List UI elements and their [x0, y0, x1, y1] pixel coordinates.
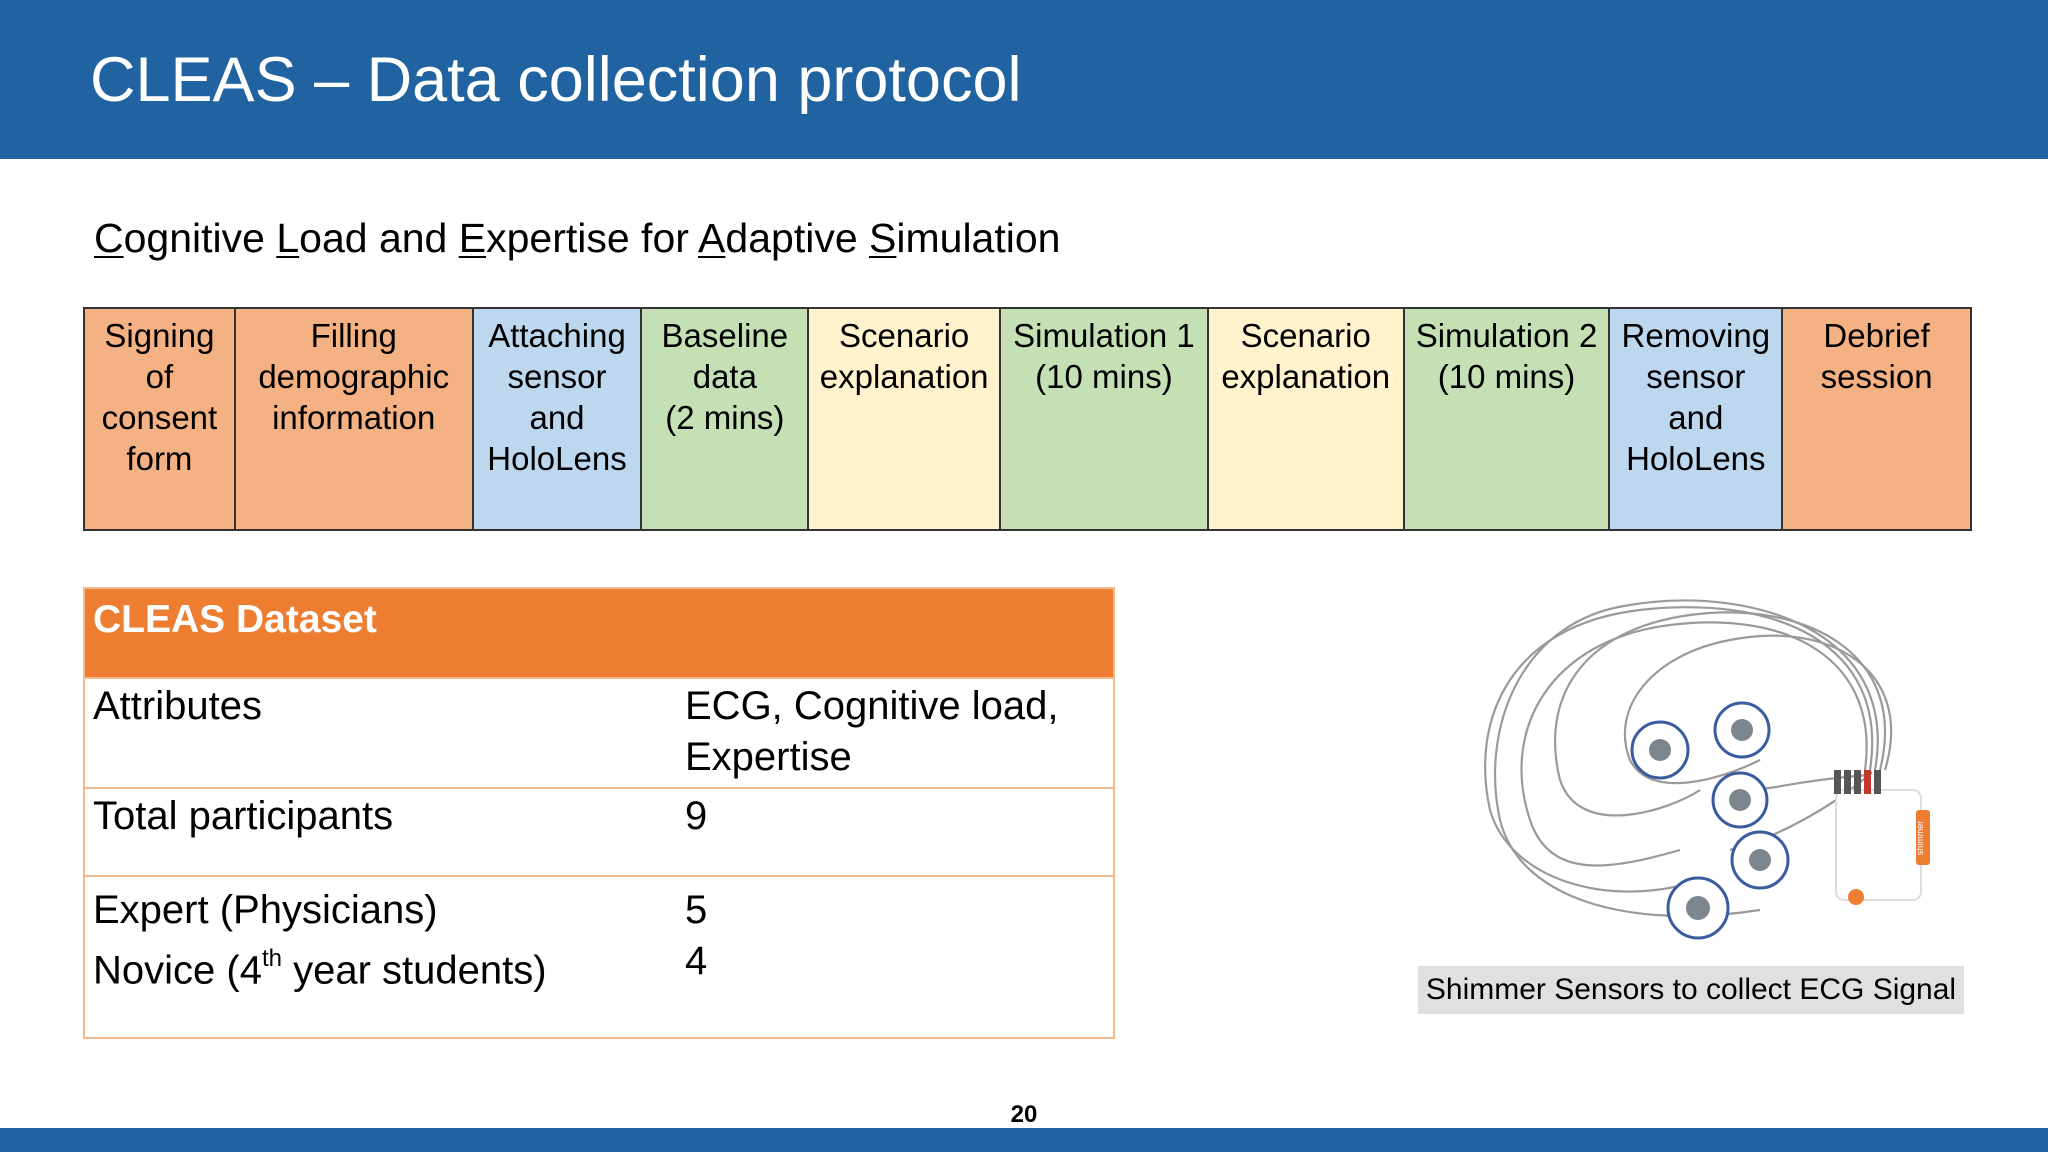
image-caption: Shimmer Sensors to collect ECG Signal	[1418, 966, 1964, 1014]
timeline-step-scenario-2: Scenario explanation	[1208, 309, 1405, 529]
timeline-step-consent: Signing of consent form	[85, 309, 236, 529]
groups-value: 5 4	[685, 888, 708, 983]
protocol-timeline: Signing of consent form Filling demograp…	[83, 307, 1973, 531]
table-row-groups: Expert (Physicians) Novice (4th year stu…	[85, 875, 1113, 1037]
timeline-step-attach-sensor: Attaching sensor and HoloLens	[473, 309, 643, 529]
shimmer-device: shimmer	[1834, 770, 1930, 905]
dataset-table: CLEAS Dataset Attributes ECG, Cognitive …	[83, 587, 1115, 1039]
timeline-step-scenario-1: Scenario explanation	[809, 309, 1002, 529]
attributes-label: Attributes	[93, 684, 262, 728]
participants-value: 9	[685, 794, 708, 838]
svg-text:shimmer: shimmer	[1915, 821, 1925, 856]
timeline-step-demographics: Filling demographic information	[235, 309, 474, 529]
shimmer-sensor-image: shimmer	[1484, 599, 1930, 940]
slide-title: CLEAS – Data collection protocol	[90, 45, 1022, 115]
timeline-step-simulation-1: Simulation 1 (10 mins)	[1001, 309, 1209, 529]
page-number: 20	[1010, 1101, 1038, 1128]
timeline-step-simulation-2: Simulation 2 (10 mins)	[1404, 309, 1611, 529]
table-row-attributes: Attributes ECG, Cognitive load, Expertis…	[85, 677, 1113, 787]
dataset-table-title: CLEAS Dataset	[85, 589, 1113, 677]
table-row-participants: Total participants 9	[85, 787, 1113, 875]
participants-label: Total participants	[93, 794, 394, 838]
timeline-step-remove-sensor: Removing sensor and HoloLens	[1610, 309, 1784, 529]
slide-subtitle: Cognitive Load and Expertise for Adaptiv…	[94, 215, 1061, 261]
header-bar	[0, 0, 2048, 159]
attributes-value: ECG, Cognitive load, Expertise	[685, 684, 1059, 779]
timeline-step-baseline: Baseline data (2 mins)	[642, 309, 810, 529]
timeline-step-debrief: Debrief session	[1783, 309, 1973, 529]
footer-bar	[0, 1128, 2048, 1152]
groups-label: Expert (Physicians) Novice (4th year stu…	[93, 888, 547, 993]
